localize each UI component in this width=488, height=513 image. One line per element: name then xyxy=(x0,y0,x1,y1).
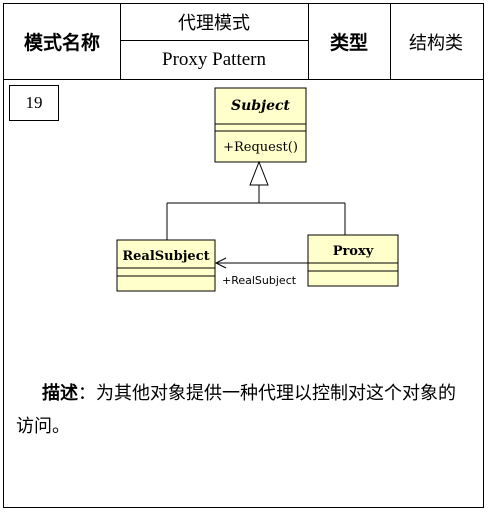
association-connector: +RealSubject xyxy=(214,257,308,287)
proxy-class-name: Proxy xyxy=(333,244,374,259)
divider xyxy=(120,4,121,79)
subject-class-name: Subject xyxy=(231,98,291,114)
real-subject-class-name: RealSubject xyxy=(122,249,209,264)
association-role-label: +RealSubject xyxy=(222,274,297,287)
header-table: 模式名称 代理模式 Proxy Pattern 类型 结构类 xyxy=(4,4,483,80)
subject-operation: +Request() xyxy=(223,140,298,155)
pattern-name-en-row: Proxy Pattern xyxy=(120,41,308,79)
subject-class: Subject +Request() xyxy=(214,87,307,163)
divider xyxy=(308,4,309,79)
real-subject-box xyxy=(116,239,216,292)
description-label: 描述 xyxy=(42,383,78,404)
generalization-arrowhead xyxy=(249,160,269,186)
pattern-name-cn: 代理模式 xyxy=(178,13,250,34)
type-label-cell: 类型 xyxy=(308,4,390,79)
divider xyxy=(390,4,391,79)
pattern-number-box: 19 xyxy=(9,85,59,121)
real-subject-class: RealSubject xyxy=(116,239,216,292)
subject-box xyxy=(214,87,307,163)
type-value: 结构类 xyxy=(409,32,463,54)
description-text: 为其他对象提供一种代理以控制对这个对象的访问。 xyxy=(16,383,456,437)
proxy-class: Proxy xyxy=(307,234,399,287)
type-label: 类型 xyxy=(329,32,368,54)
pattern-name-cn-row: 代理模式 xyxy=(120,4,308,41)
name-label-cell: 模式名称 xyxy=(4,4,120,79)
name-label: 模式名称 xyxy=(23,32,100,54)
pattern-name-en: Proxy Pattern xyxy=(162,49,266,70)
type-value-cell: 结构类 xyxy=(390,4,482,79)
pattern-number: 19 xyxy=(25,93,43,112)
association-arrowhead xyxy=(214,257,227,269)
pattern-name-cell: 代理模式 Proxy Pattern xyxy=(120,4,308,79)
proxy-box xyxy=(307,234,399,287)
pattern-card: 模式名称 代理模式 Proxy Pattern 类型 结构类 xyxy=(3,3,484,508)
description-separator: ： xyxy=(78,383,96,404)
inheritance-connectors xyxy=(166,160,346,240)
description: 描述：为其他对象提供一种代理以控制对这个对象的访问。 xyxy=(16,377,468,443)
